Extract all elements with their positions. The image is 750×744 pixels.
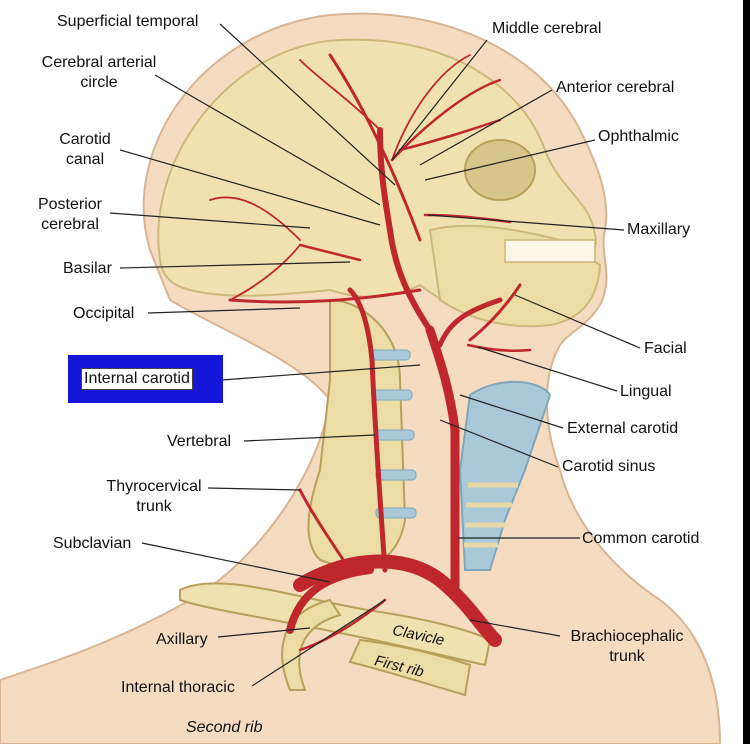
- label-carotid-sinus: Carotid sinus: [562, 458, 656, 475]
- highlight-box-internal-carotid: Internal carotid: [68, 355, 223, 403]
- clavicle: [179, 582, 492, 667]
- label-middle-cerebral: Middle cerebral: [492, 20, 602, 37]
- occipital-artery: [228, 288, 422, 304]
- label-anterior-cerebral: Anterior cerebral: [556, 79, 675, 96]
- label-facial: Facial: [644, 340, 687, 357]
- thyrocervical-branch: [298, 488, 352, 572]
- tracheal-rings: [464, 482, 518, 548]
- label-occipital: Occipital: [73, 305, 135, 322]
- internal-thoracic-branch: [298, 598, 387, 652]
- label-cerebral-arterial-circle: Cerebral arterial circle: [41, 54, 157, 91]
- cerebral-branches: [209, 54, 471, 301]
- label-axillary: Axillary: [156, 631, 208, 648]
- label-basilar: Basilar: [63, 260, 112, 277]
- label-superficial-temporal: Superficial temporal: [57, 13, 199, 30]
- vertebral-artery: [347, 287, 388, 573]
- lingual-artery: [466, 343, 532, 353]
- subclavian-artery: [286, 566, 374, 634]
- label-ophthalmic: Ophthalmic: [598, 128, 679, 145]
- internal-carotid-artery: [377, 127, 433, 333]
- label-second-rib: Second rib: [186, 719, 263, 736]
- label-thyrocervical-trunk: Thyrocervical trunk: [106, 478, 202, 515]
- label-vertebral: Vertebral: [167, 433, 232, 450]
- middle-cerebral-artery: [390, 78, 502, 162]
- label-brachiocephalic-trunk: Brachiocephalic trunk: [570, 628, 684, 665]
- teeth: [504, 239, 596, 263]
- intervertebral-discs: [369, 349, 417, 519]
- label-lingual: Lingual: [620, 383, 672, 400]
- arteries: [209, 53, 532, 652]
- label-external-carotid: External carotid: [567, 420, 679, 437]
- external-carotid-artery: [437, 297, 503, 348]
- anterior-cerebral-artery: [398, 118, 502, 152]
- label-posterior-cerebral: Posterior cerebral: [37, 196, 103, 233]
- label-internal-thoracic: Internal thoracic: [121, 679, 235, 696]
- label-internal-carotid: Internal carotid: [81, 368, 193, 390]
- facial-artery: [468, 283, 522, 342]
- screen-edge-bar: [743, 0, 750, 744]
- first-rib: [348, 638, 472, 697]
- label-common-carotid: Common carotid: [582, 530, 700, 547]
- leader-lines: [109, 23, 641, 687]
- orbit: [464, 139, 536, 201]
- basilar-artery: [298, 243, 362, 262]
- label-subclavian: Subclavian: [53, 535, 132, 552]
- label-carotid-canal: Carotid canal: [59, 131, 111, 168]
- superficial-temporal-artery: [328, 53, 422, 242]
- label-maxillary: Maxillary: [627, 221, 691, 238]
